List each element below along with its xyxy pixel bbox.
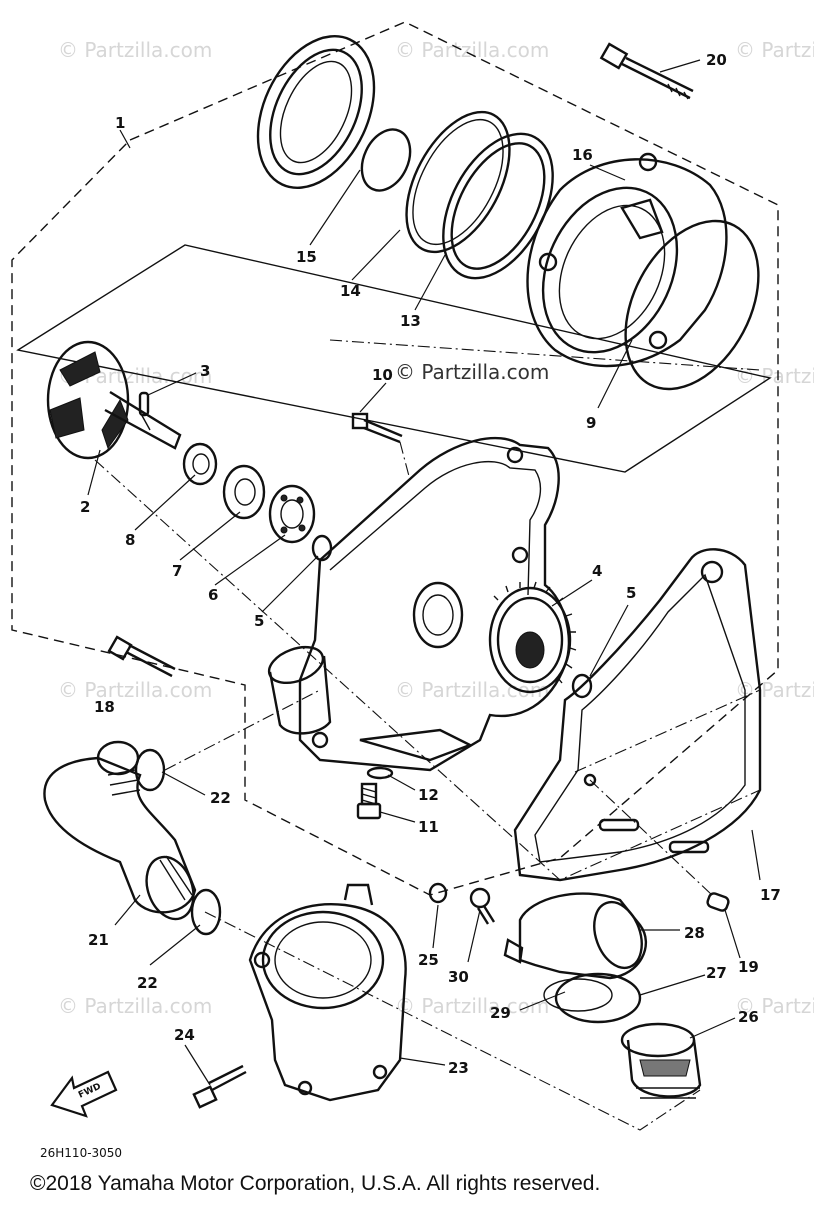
- circlip-5b: [571, 673, 593, 699]
- diagram-code: 26H110-3050: [40, 1146, 122, 1160]
- callout-15: 15: [296, 248, 317, 266]
- callout-22b: 22: [137, 974, 158, 992]
- bolt-10: [351, 412, 403, 444]
- drain-bolt-11: [356, 782, 382, 820]
- seal-7: [222, 464, 266, 520]
- circlip-5: [311, 534, 333, 562]
- seal-disc: [360, 128, 412, 192]
- watermark: © Partzilla.com: [395, 38, 549, 62]
- callout-5b: 5: [626, 584, 636, 602]
- o-ring-27: [554, 972, 642, 1024]
- bolt-30: [469, 887, 496, 925]
- nut-25: [428, 882, 448, 904]
- pin-3: [138, 391, 150, 417]
- bolt-20: [599, 42, 694, 100]
- callout-10: 10: [372, 366, 393, 384]
- callout-30: 30: [448, 968, 469, 986]
- callout-6: 6: [208, 586, 218, 604]
- callout-23: 23: [448, 1059, 469, 1077]
- callout-11: 11: [418, 818, 439, 836]
- pump-cover-16: [526, 152, 728, 368]
- watermark: © Partzilla.com: [58, 38, 212, 62]
- housing-outlet-pipe: [267, 645, 332, 735]
- thermostat-housing-23: [248, 883, 407, 1102]
- o-ring-9: [624, 219, 760, 391]
- watermark: © Partzilla.com: [735, 364, 814, 388]
- watermark: © Partzilla.com: [395, 994, 549, 1018]
- watermark: © Partzilla.com: [735, 38, 814, 62]
- callout-19: 19: [738, 958, 759, 976]
- callout-3: 3: [200, 362, 210, 380]
- callout-9: 9: [586, 414, 596, 432]
- callout-14: 14: [340, 282, 361, 300]
- callout-13: 13: [400, 312, 421, 330]
- pump-housing-4: [298, 437, 571, 772]
- center-watermark: © Partzilla.com: [395, 360, 549, 384]
- assembly-leader: [119, 129, 131, 149]
- thermostat-cover-28: [503, 892, 648, 980]
- watermark-layer: © Partzilla.com © Partzilla.com © Partzi…: [58, 38, 814, 1018]
- assembly-boundary: [11, 21, 779, 896]
- watermark: © Partzilla.com: [735, 678, 814, 702]
- bolt-18: [107, 635, 176, 678]
- elbow-pipe-21: [43, 740, 197, 921]
- gasket-17: [513, 548, 762, 882]
- callout-labels: 20 16 15 14 13 9 3 2 8 7 6 5 10 4 5 18 1…: [80, 51, 781, 1077]
- washer-12: [366, 766, 394, 780]
- o-ring-14: [405, 110, 511, 254]
- watermark: © Partzilla.com: [735, 994, 814, 1018]
- callout-20: 20: [706, 51, 727, 69]
- drive-gear: [488, 581, 577, 694]
- thermostat-26: [620, 1022, 702, 1099]
- o-ring-22a: [134, 748, 166, 792]
- callout-4: 4: [592, 562, 602, 580]
- callout-5a: 5: [254, 612, 264, 630]
- dowel-pin-19: [706, 892, 730, 912]
- bearing-6: [268, 484, 316, 544]
- o-ring-14-inner: [412, 118, 504, 246]
- fwd-arrow-icon: FWD: [50, 1070, 118, 1118]
- callout-2: 2: [80, 498, 90, 516]
- washer-8: [182, 442, 218, 486]
- callout-1: 1: [115, 114, 125, 132]
- o-ring-22b: [190, 888, 222, 936]
- seal-29: [543, 978, 613, 1012]
- callout-12: 12: [418, 786, 439, 804]
- copyright-footer: ©2018 Yamaha Motor Corporation, U.S.A. A…: [30, 1172, 600, 1195]
- callout-28: 28: [684, 924, 705, 942]
- callout-22a: 22: [210, 789, 231, 807]
- impeller-shaft-2: [46, 340, 182, 460]
- alignment-lines: [94, 339, 761, 1131]
- callout-18: 18: [94, 698, 115, 716]
- callout-27: 27: [706, 964, 727, 982]
- watermark: © Partzilla.com: [58, 678, 212, 702]
- leader-lines: [87, 59, 761, 1086]
- bolt-24: [192, 1064, 247, 1109]
- impeller-group-box: [16, 244, 772, 473]
- callout-26: 26: [738, 1008, 759, 1026]
- watermark: © Partzilla.com: [58, 994, 212, 1018]
- callout-24: 24: [174, 1026, 195, 1044]
- callout-16: 16: [572, 146, 593, 164]
- callout-7: 7: [172, 562, 182, 580]
- oil-seal-15: [256, 35, 376, 189]
- callout-8: 8: [125, 531, 135, 549]
- callout-25: 25: [418, 951, 439, 969]
- callout-17: 17: [760, 886, 781, 904]
- callout-29: 29: [490, 1004, 511, 1022]
- callout-21: 21: [88, 931, 109, 949]
